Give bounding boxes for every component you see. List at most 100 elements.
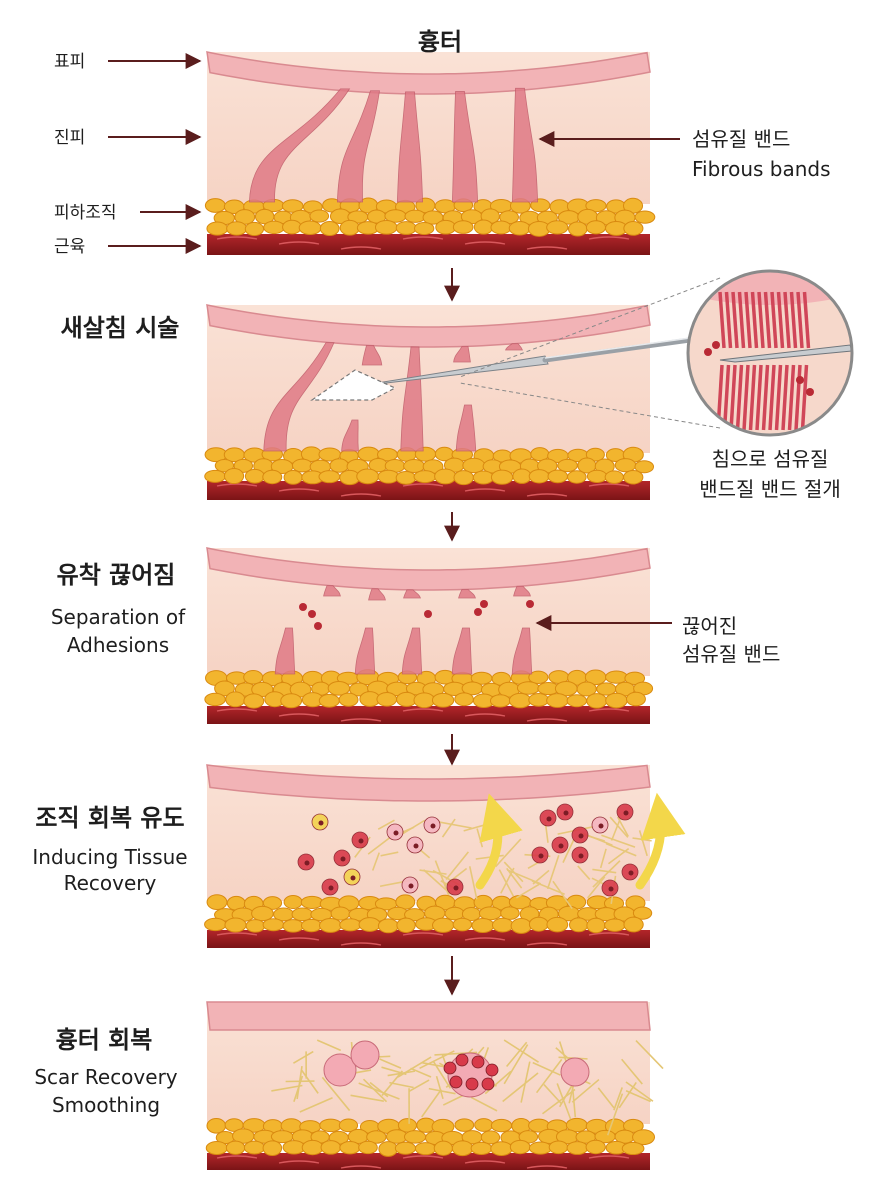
cell-nucleus — [408, 883, 414, 889]
recovered-cell-cluster — [350, 1040, 380, 1070]
cell-nucleus — [413, 843, 419, 849]
fat-cell — [585, 447, 605, 462]
fibrous-band — [323, 585, 341, 597]
fibrous-band — [248, 88, 351, 203]
fibrous-band — [513, 585, 531, 597]
fat-cell — [490, 1141, 513, 1156]
lens-needle — [719, 344, 852, 363]
fat-cell — [243, 670, 264, 685]
fibrous-band — [354, 627, 376, 675]
collagen-fiber — [609, 816, 629, 838]
muscle-fiber — [216, 236, 258, 240]
fat-cell — [282, 919, 304, 933]
fat-cell — [548, 1140, 569, 1155]
fat-cell — [471, 918, 495, 933]
fat-cell — [510, 918, 532, 934]
muscle-fiber — [402, 932, 444, 936]
lens-band-upper — [763, 291, 772, 349]
lens-band-upper — [796, 291, 804, 349]
fat-cell — [204, 469, 226, 483]
fat-cell — [204, 692, 226, 707]
fibrous-band — [453, 346, 471, 363]
lens-band-lower — [729, 364, 737, 431]
collagen-fiber — [506, 1041, 528, 1068]
fibrous-band — [396, 91, 424, 203]
fat-cell — [478, 906, 502, 921]
muscle-fiber — [526, 942, 568, 946]
muscle-fiber — [340, 718, 382, 722]
fat-cell — [330, 906, 351, 921]
fat-cell — [329, 458, 349, 473]
collagen-fiber — [606, 1093, 624, 1136]
lens-droplet — [712, 341, 720, 349]
lens-band-lower — [742, 364, 750, 431]
collagen-fiber — [367, 834, 393, 855]
fat-cell — [435, 219, 457, 235]
fat-cell — [283, 895, 303, 910]
recovered-cell-cluster — [323, 1053, 357, 1087]
fat-cell — [585, 199, 607, 213]
blood-droplet — [474, 608, 482, 616]
collagen-fiber — [495, 838, 522, 868]
fat-cell — [546, 220, 569, 235]
cell-nucleus — [453, 885, 459, 891]
muscle-fiber — [464, 713, 506, 717]
panel5-sub-line2: Smoothing — [52, 1093, 160, 1117]
cell-nucleus — [578, 853, 584, 859]
fat-cell — [280, 693, 303, 709]
fat-cell — [491, 917, 514, 933]
fibrous-bands-label-ko: 섬유질 밴드 — [692, 127, 790, 151]
muscle-fiber — [216, 1155, 258, 1159]
fat-cell — [226, 221, 248, 236]
collagen-fiber — [599, 848, 607, 869]
muscle-fiber — [216, 483, 258, 487]
muscle-fiber — [588, 932, 630, 936]
lens-band-lower — [768, 364, 776, 431]
cell-nucleus — [598, 823, 604, 829]
collagen-fiber — [470, 1096, 498, 1112]
cell-nucleus — [546, 816, 552, 822]
fat-cell — [453, 470, 474, 486]
blood-droplet — [314, 622, 322, 630]
lens-band-upper — [731, 291, 739, 349]
fat-cell — [223, 468, 245, 485]
fat-cell — [454, 692, 474, 707]
panel3-sub-line1: Separation of — [51, 605, 186, 629]
fat-cell — [206, 1117, 227, 1134]
collagen-fiber — [586, 876, 606, 899]
collagen-fiber — [546, 855, 560, 890]
epidermis-layer — [206, 1001, 651, 1031]
fat-cell — [366, 1130, 387, 1144]
epidermis-layer — [206, 547, 651, 591]
muscle-fiber — [278, 937, 320, 941]
fat-cell — [414, 221, 435, 236]
fat-layer — [204, 669, 654, 709]
fat-cell — [434, 468, 457, 485]
fat-cell — [320, 1140, 342, 1155]
fat-cell — [377, 469, 400, 484]
cell-nucleus — [608, 886, 614, 892]
fat-cell — [528, 1141, 552, 1155]
lens-band-upper — [724, 291, 733, 349]
cell-nucleus — [578, 833, 584, 839]
lens-droplet — [796, 376, 804, 384]
fat-cell — [319, 1118, 343, 1133]
muscle-fiber — [340, 493, 382, 497]
fat-cell — [624, 671, 646, 685]
red-cell — [481, 1077, 495, 1091]
collagen-fiber — [613, 1087, 623, 1111]
recovered-cell-cluster — [560, 1057, 590, 1087]
muscle-fiber — [526, 246, 568, 250]
fat-cell — [480, 1130, 501, 1145]
lens-droplet — [704, 348, 712, 356]
fat-cell — [394, 1141, 417, 1155]
lens-band-upper — [744, 291, 752, 349]
collagen-fiber — [435, 1075, 444, 1100]
fat-cell — [244, 221, 265, 237]
fat-layer — [204, 446, 655, 486]
blood-droplet — [480, 600, 488, 608]
lens-band-lower — [722, 364, 731, 431]
fat-cell — [282, 1140, 306, 1155]
muscle-fiber — [216, 932, 258, 936]
